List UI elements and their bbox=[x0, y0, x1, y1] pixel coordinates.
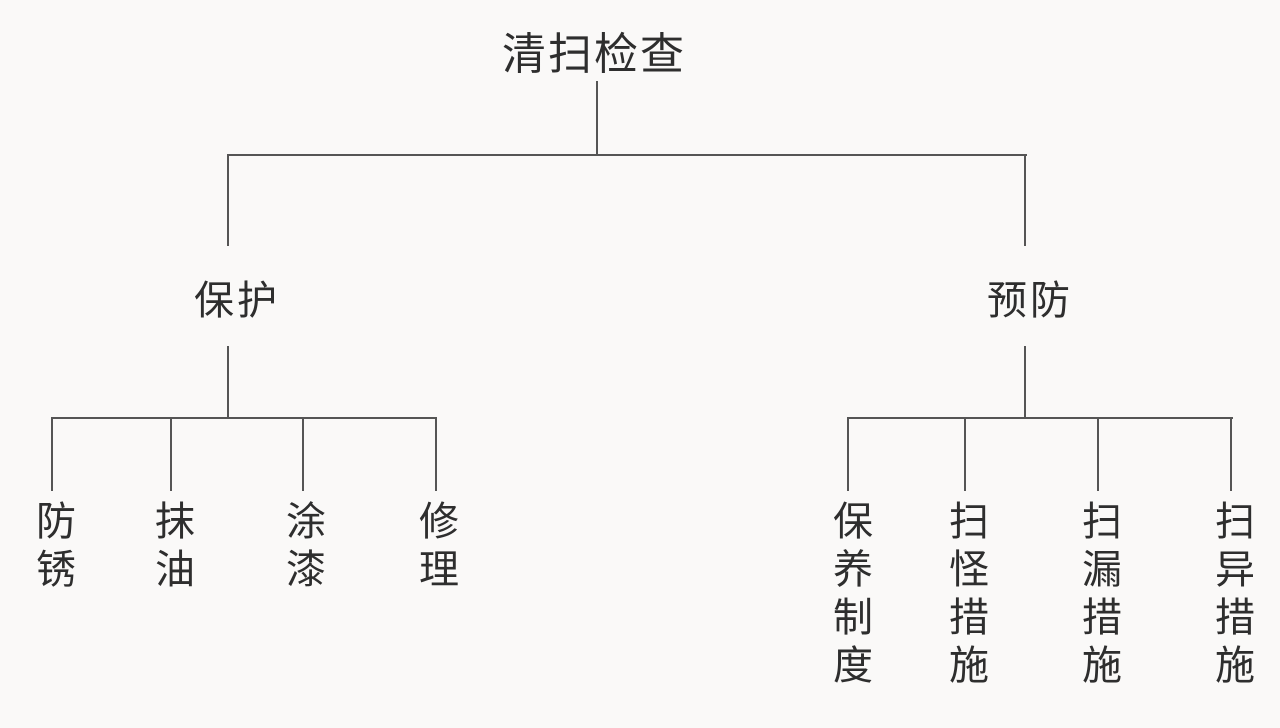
node-root: 清扫检查 bbox=[502, 30, 686, 79]
connector-protection-drop bbox=[227, 346, 229, 419]
node-leaf-abnormal-measures: 扫异措施 bbox=[1209, 500, 1254, 692]
connector-prevention-rail bbox=[847, 417, 1233, 419]
connector-protection-rail bbox=[51, 417, 437, 419]
connector-left-branch-drop bbox=[227, 154, 229, 246]
connector-leaf-drop-abnormal bbox=[1230, 417, 1232, 491]
connector-leaf-drop-repair bbox=[435, 417, 437, 491]
connector-leaf-drop-rust bbox=[51, 417, 53, 491]
connector-right-branch-drop bbox=[1024, 154, 1026, 246]
node-branch-prevention: 预防 bbox=[987, 278, 1073, 323]
connector-top-rail bbox=[227, 154, 1027, 156]
node-leaf-leak-measures: 扫漏措施 bbox=[1076, 500, 1121, 692]
node-leaf-repair: 修理 bbox=[413, 500, 458, 596]
connector-leaf-drop-maintenance bbox=[847, 417, 849, 491]
node-leaf-strange-measures: 扫怪措施 bbox=[943, 500, 988, 692]
node-leaf-maintenance-system: 保养制度 bbox=[827, 500, 872, 692]
node-leaf-oiling: 抹油 bbox=[149, 500, 194, 596]
connector-leaf-drop-strange bbox=[964, 417, 966, 491]
connector-leaf-drop-leak bbox=[1097, 417, 1099, 491]
node-leaf-rust-prevention: 防锈 bbox=[30, 500, 75, 596]
connector-prevention-drop bbox=[1024, 346, 1026, 419]
connector-leaf-drop-paint bbox=[302, 417, 304, 491]
connector-root-drop bbox=[596, 81, 598, 155]
node-branch-protection: 保护 bbox=[194, 278, 280, 323]
connector-leaf-drop-oil bbox=[170, 417, 172, 491]
node-leaf-painting: 涂漆 bbox=[280, 500, 325, 596]
